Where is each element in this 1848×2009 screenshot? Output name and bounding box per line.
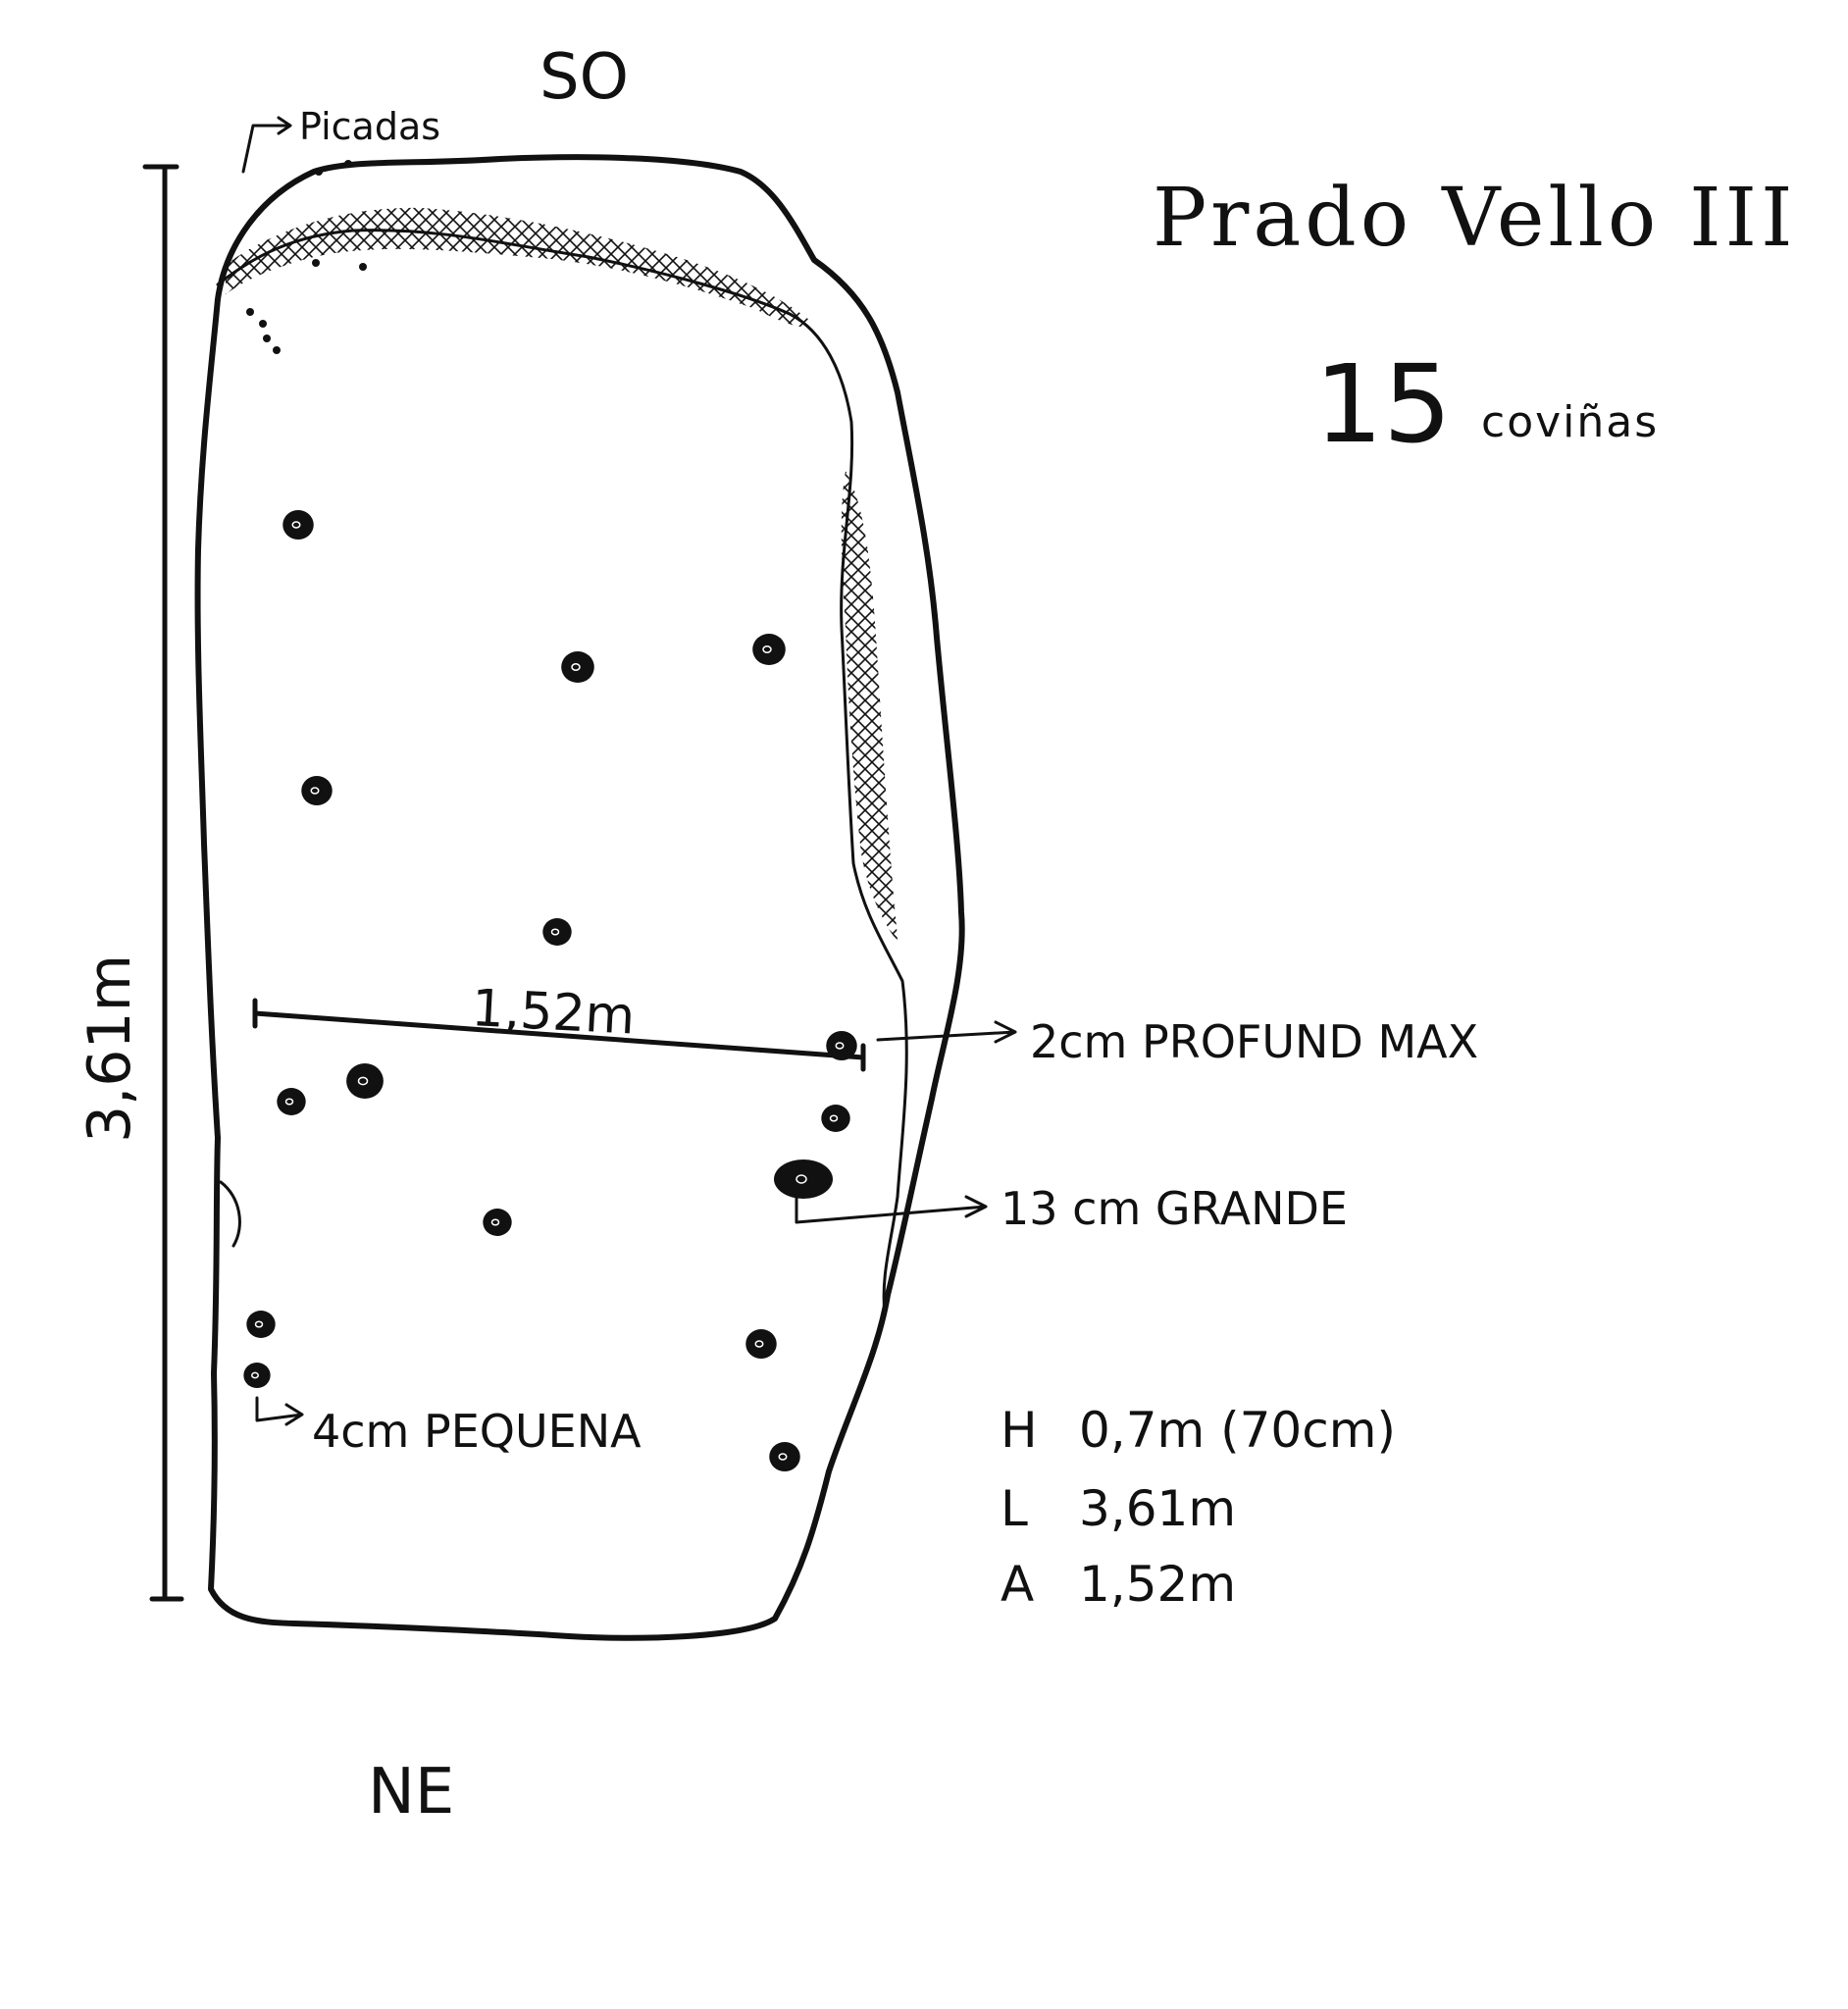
dimension-key-l: L: [1001, 1480, 1028, 1537]
cupmark-highlight: [251, 1371, 259, 1379]
cupmark-highlight: [571, 663, 581, 671]
cupmark-highlight: [762, 645, 772, 653]
picadas-marks: [246, 160, 367, 354]
left-edge-notch: [219, 1180, 241, 1248]
length-measure-label: 3,61m: [76, 954, 144, 1143]
dimension-value-a: 1,52m: [1079, 1556, 1236, 1613]
cupmark: [561, 651, 594, 683]
cupmark-highlight: [835, 1042, 845, 1050]
cupmark-highlight: [357, 1076, 369, 1086]
small-callout: 4cm PEQUENA: [255, 1396, 642, 1458]
dimension-value-h: 0,7m (70cm): [1079, 1402, 1396, 1459]
cupmark: [774, 1159, 833, 1199]
cupmark-highlight: [490, 1218, 500, 1226]
depth-callout: 2cm PROFUND MAX: [876, 1015, 1478, 1068]
cupmark: [752, 634, 786, 665]
cupmark: [282, 510, 314, 540]
length-measure: 3,61m: [76, 164, 184, 1602]
crosshatch-top: [226, 207, 814, 328]
small-callout-label: 4cm PEQUENA: [312, 1405, 642, 1458]
dimension-key-h: H: [1001, 1402, 1038, 1459]
dimension-value-l: 3,61m: [1079, 1480, 1236, 1537]
cupmark-count-label: coviñas: [1481, 397, 1659, 447]
cupmark-highlight: [778, 1453, 788, 1461]
cupmark: [745, 1329, 777, 1359]
cupmark: [301, 776, 333, 805]
cupmark-highlight: [829, 1114, 839, 1122]
width-measure: 1,52m: [252, 979, 866, 1072]
cupmark-highlight: [550, 928, 560, 936]
cupmark: [277, 1088, 306, 1115]
cupmark-highlight: [796, 1174, 807, 1184]
cupmark-count: 15 coviñas: [1314, 341, 1659, 467]
cupmark: [346, 1063, 384, 1099]
cupmark: [483, 1209, 512, 1236]
cupmark: [243, 1363, 271, 1388]
dimensions-list: H 0,7m (70cm) L 3,61m A 1,52m: [1001, 1402, 1396, 1613]
width-measure-label: 1,52m: [470, 979, 636, 1047]
orientation-bottom-label: NE: [368, 1756, 454, 1829]
cupmark-highlight: [754, 1340, 764, 1348]
orientation-top-label: SO: [539, 41, 629, 114]
picadas-arrow: [241, 116, 292, 174]
cupmark-highlight: [284, 1098, 294, 1106]
cupmark-count-number: 15: [1314, 341, 1452, 467]
cupmark: [246, 1311, 276, 1338]
cupmark: [769, 1442, 800, 1471]
large-callout-label: 13 cm GRANDE: [1001, 1182, 1348, 1235]
rock-outline: [194, 154, 965, 1641]
cupmark: [542, 918, 572, 946]
cupmark-highlight: [310, 787, 320, 795]
picadas-label: Picadas: [299, 105, 440, 148]
depth-callout-label: 2cm PROFUND MAX: [1030, 1015, 1478, 1068]
page-title: Prado Vello III: [1153, 172, 1796, 265]
dimension-key-a: A: [1001, 1556, 1034, 1613]
large-callout: 13 cm GRANDE: [795, 1182, 1348, 1235]
crosshatch-right: [841, 471, 898, 942]
cupmark-highlight: [291, 521, 301, 529]
cupmark: [821, 1105, 850, 1132]
rock-top-face-line: [216, 229, 908, 1316]
cupmark-highlight: [254, 1320, 264, 1328]
